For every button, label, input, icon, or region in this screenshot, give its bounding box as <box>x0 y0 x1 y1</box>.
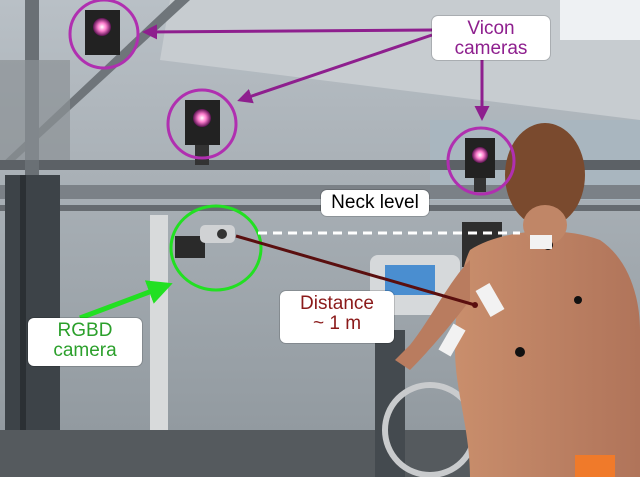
vicon-label-line2: cameras <box>454 37 528 59</box>
vicon-highlight-circle <box>166 88 238 160</box>
tape-strip <box>438 323 466 357</box>
person-back <box>455 231 640 477</box>
ceiling-light <box>560 0 640 40</box>
vicon-highlight-circle <box>68 0 140 70</box>
tape-strip <box>530 235 552 249</box>
vicon-arrow <box>237 33 433 104</box>
distance-label: Distance ~ 1 m <box>280 291 394 343</box>
top-rail <box>0 160 640 170</box>
tape-strip <box>475 283 505 317</box>
distance-line <box>235 234 476 307</box>
vicon-highlight-circle <box>446 126 516 196</box>
waistband <box>575 455 615 477</box>
body-marker <box>515 347 525 357</box>
vicon-arrow <box>142 24 433 40</box>
person-head <box>505 123 585 227</box>
vicon-cameras-label: Vicon cameras <box>432 16 550 60</box>
rgbd-label-line1: RGBD <box>57 320 113 341</box>
person-arm <box>395 260 470 370</box>
vicon-camera-3 <box>465 138 495 192</box>
rgbd-arrow <box>79 280 173 321</box>
neck-level-label: Neck level <box>321 190 429 216</box>
distance-label-line1: Distance <box>300 293 374 314</box>
rgbd-camera <box>175 225 235 258</box>
cable-tray <box>0 60 70 160</box>
curtain-fold <box>20 175 26 477</box>
rgbd-label-line2: camera <box>53 339 117 361</box>
vicon-label-line1: Vicon <box>467 18 515 39</box>
rgbd-camera-label: RGBD camera <box>28 318 142 366</box>
truss-rail-lower <box>0 205 640 211</box>
body-marker <box>574 296 582 304</box>
distance-endpoint <box>472 302 478 308</box>
vicon-camera-2 <box>185 100 220 165</box>
rgbd-highlight-circle <box>169 204 263 292</box>
neck-label-text: Neck level <box>331 192 419 213</box>
distance-label-line2: ~ 1 m <box>312 312 362 334</box>
vicon-camera-1 <box>85 10 120 55</box>
